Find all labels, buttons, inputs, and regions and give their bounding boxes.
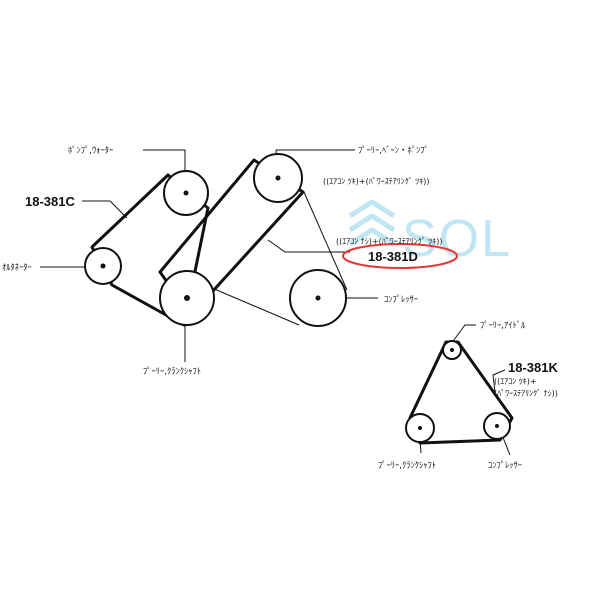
label-compressor-sub: ｺﾝﾌﾟﾚｯｻｰ xyxy=(488,461,522,471)
label-water-pump: ﾎﾟﾝﾌﾟ,ｳｫｰﾀｰ xyxy=(68,146,113,156)
label-compressor-main: ｺﾝﾌﾟﾚｯｻｰ xyxy=(384,295,418,305)
part-number-18-381D: 18-381D xyxy=(368,249,418,264)
part-number-18-381C: 18-381C xyxy=(25,194,75,209)
label-vane-pump-pulley: ﾌﾟｰﾘｰ,ﾍﾞｰﾝ・ﾎﾟﾝﾌﾟ xyxy=(358,146,429,156)
note-k-condition-2: (ﾊﾟﾜｰｽﾃｱﾘﾝｸﾞ ﾅｼ)) xyxy=(494,389,558,398)
label-alternator: ｵﾙﾀﾈｰﾀｰ xyxy=(2,263,32,273)
part-number-18-381K: 18-381K xyxy=(508,360,558,375)
label-crank-pulley-main: ﾌﾟｰﾘｰ,ｸﾗﾝｸｼｬﾌﾄ xyxy=(143,367,201,377)
note-d-condition: ((ｴｱｺﾝ ﾅｼ)+(ﾊﾟﾜｰｽﾃｱﾘﾝｸﾞ ﾂｷ)) xyxy=(336,237,443,246)
sol-logo-icon xyxy=(348,199,396,247)
note-k-condition-1: ((ｴｱｺﾝ ﾂｷ)+ xyxy=(494,377,537,386)
pulley-hubs xyxy=(100,175,499,430)
highlight-ellipse xyxy=(342,243,458,269)
label-crank-pulley-sub: ﾌﾟｰﾘｰ,ｸﾗﾝｸｼｬﾌﾄ xyxy=(378,461,436,471)
note-vane-condition: ((ｴｱｺﾝ ﾂｷ)+(ﾊﾟﾜｰｽﾃｱﾘﾝｸﾞ ﾂｷ)) xyxy=(323,177,430,186)
label-idler-pulley: ﾌﾟｰﾘｰ,ｱｲﾄﾞﾙ xyxy=(480,321,526,331)
